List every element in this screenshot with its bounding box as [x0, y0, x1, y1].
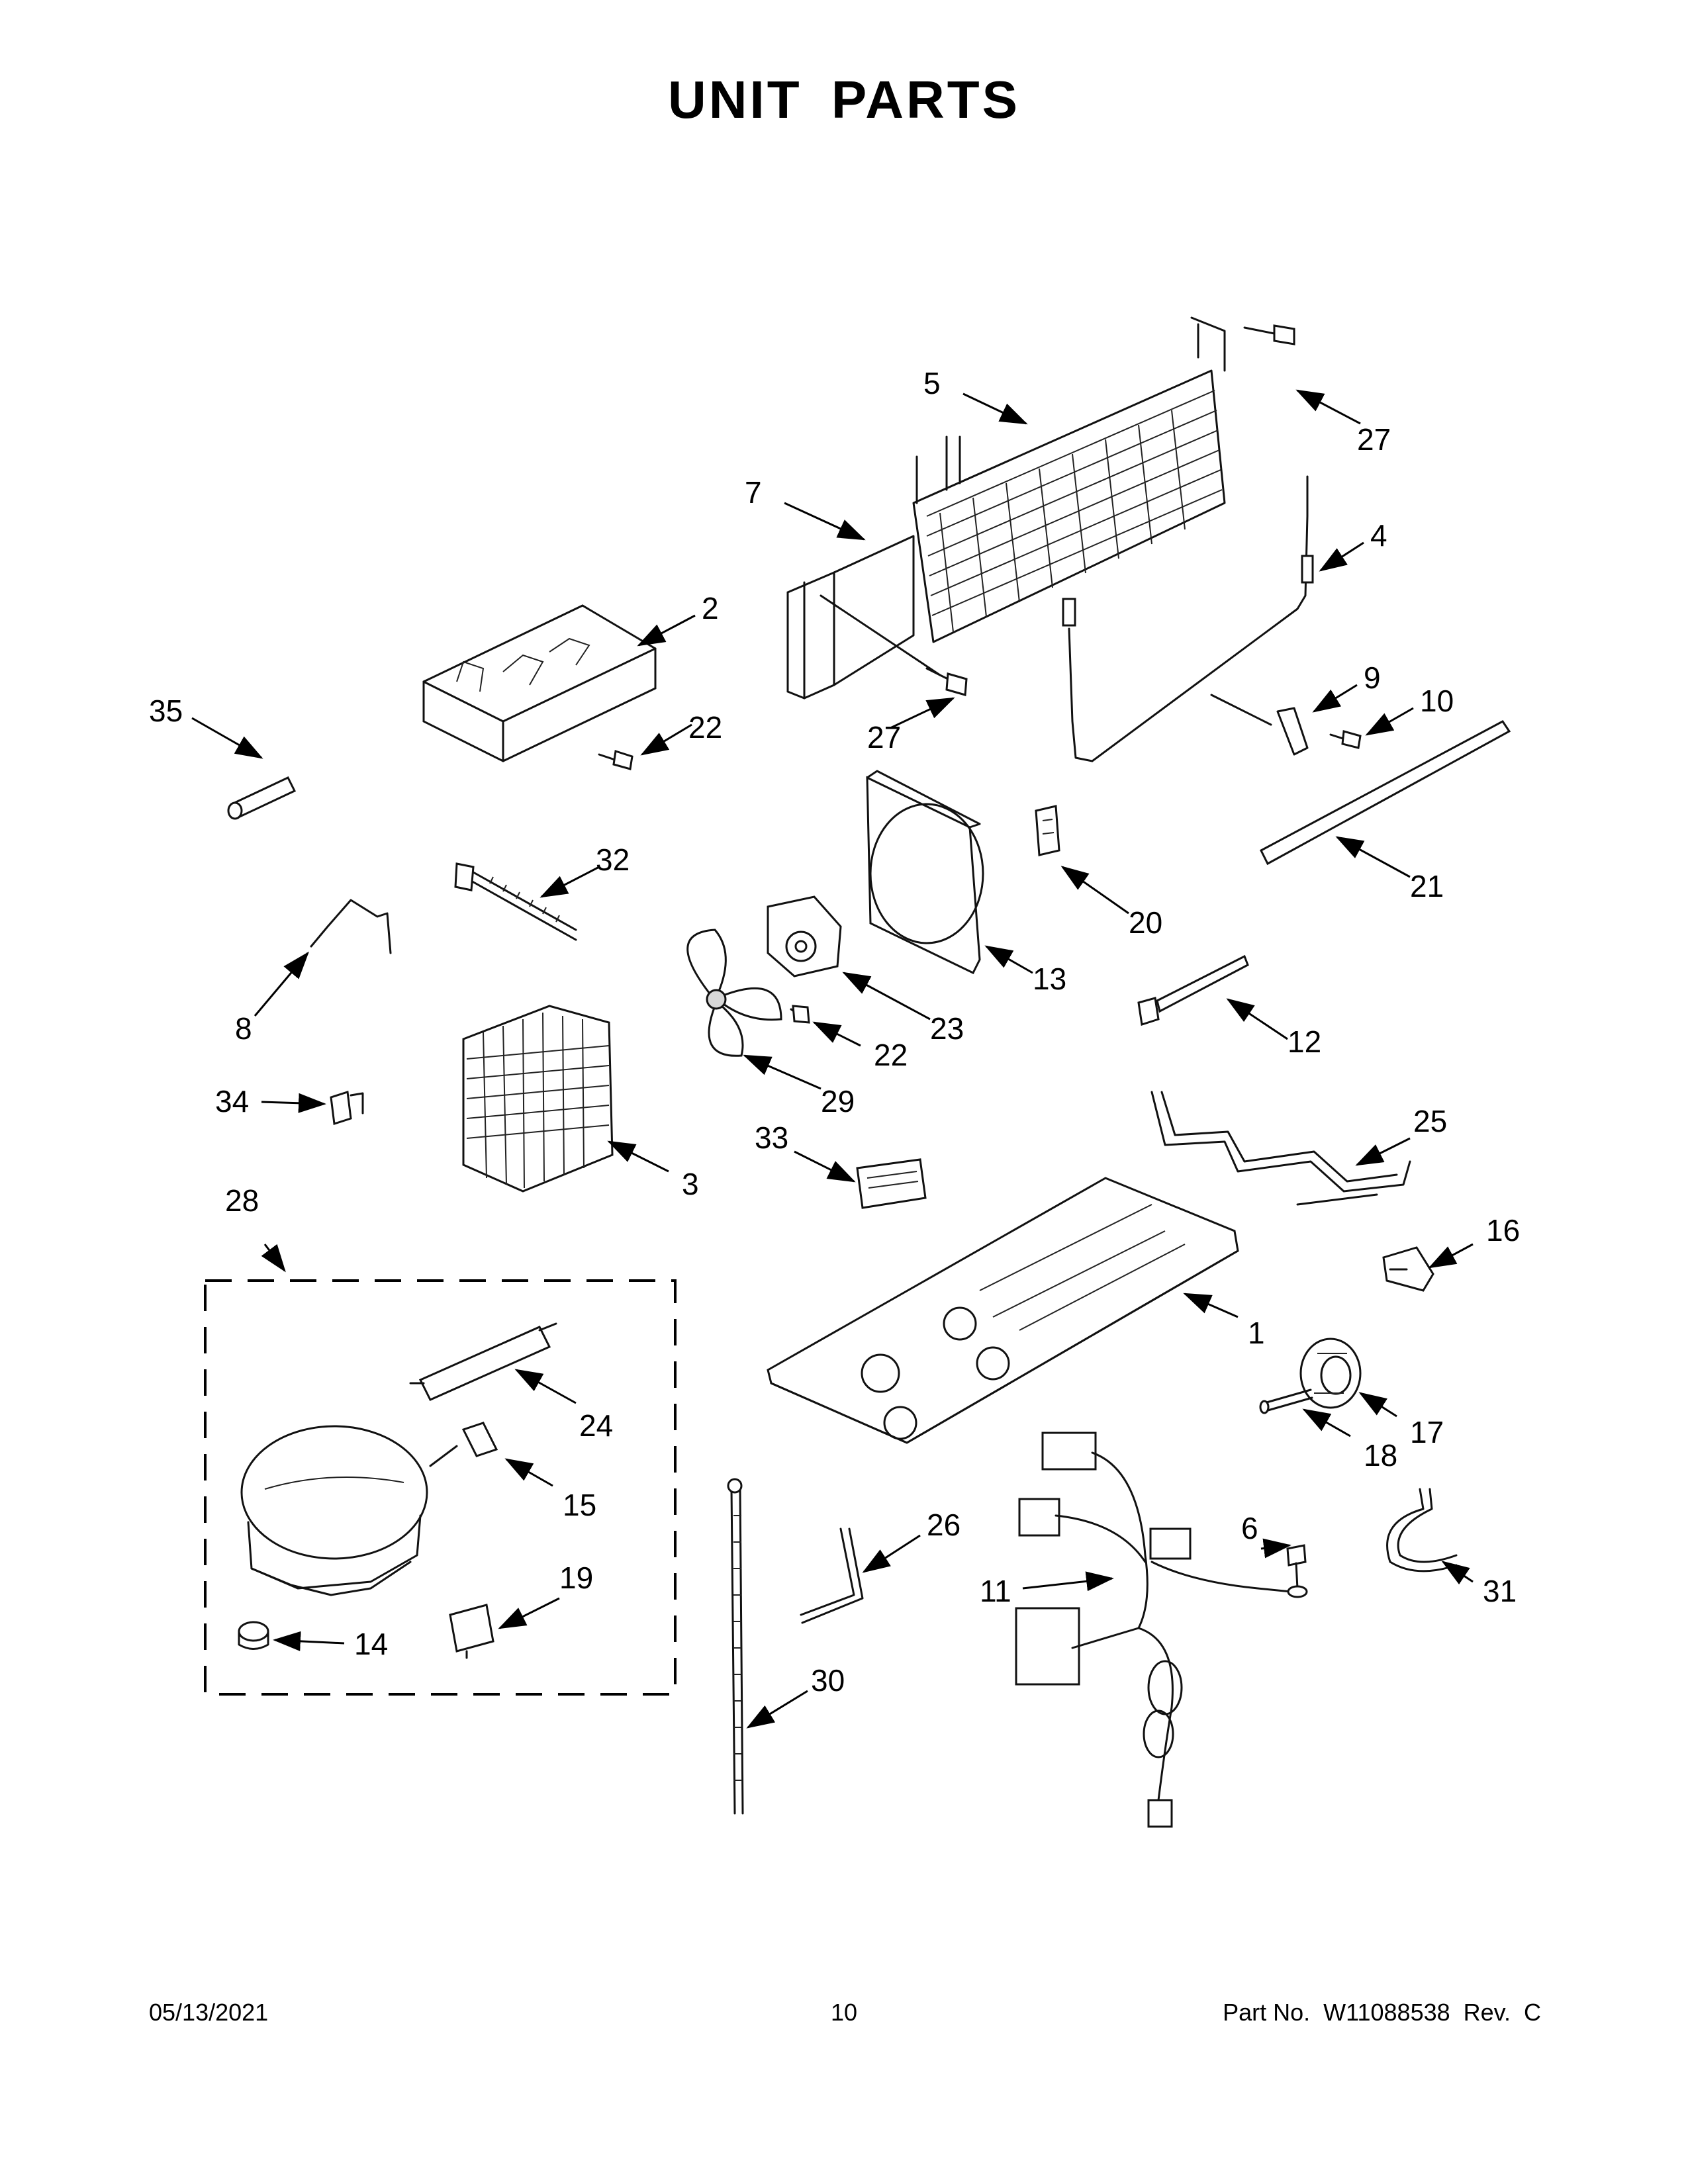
- footer-part-number: Part No. W11088538 Rev. C: [1223, 1999, 1541, 2026]
- control-housing-part-2: [422, 604, 657, 762]
- condenser-part-3: [462, 1005, 614, 1193]
- callout-1: 1: [1248, 1316, 1265, 1350]
- footer-date: 05/13/2021: [149, 1999, 269, 2026]
- clip-part-9: [1276, 707, 1309, 756]
- bracket-part-7: [786, 535, 941, 700]
- cable-tie-part-12: [1137, 954, 1249, 1026]
- fan-shroud-part-13: [866, 770, 984, 974]
- callout-27-top: 27: [1357, 422, 1391, 457]
- clip-part-34: [330, 1091, 364, 1125]
- callout-30: 31: [1483, 1574, 1517, 1608]
- callout-28: 28: [225, 1183, 259, 1218]
- screw-part-22-upper: [598, 750, 633, 770]
- tube-part-26: [800, 1527, 864, 1624]
- compressor-body: [240, 1425, 428, 1596]
- condenser-coil-part-5: [912, 316, 1226, 643]
- callout-34: 34: [215, 1084, 249, 1118]
- callout-11: 11: [980, 1574, 1011, 1608]
- page-title: UNIT PARTS: [667, 70, 1021, 129]
- callout-7: 7: [745, 475, 762, 510]
- base-pan-part-1: [767, 1177, 1239, 1444]
- leader-arrows: [191, 389, 1474, 1729]
- connector-part-16: [1382, 1246, 1434, 1292]
- callout-8: 8: [235, 1011, 252, 1046]
- tubing-part-25: [1150, 1091, 1411, 1206]
- pad-part-32: [856, 1158, 927, 1209]
- callout-31: 32: [596, 842, 630, 877]
- fan-blade-part-29: [686, 929, 782, 1057]
- wire-clip-part-8: [310, 899, 392, 954]
- callout-19: 19: [559, 1561, 593, 1595]
- callout-labels: 5 27 7 4 2 9 10 35 22 27 32 21 20 13 8 2…: [149, 366, 1520, 1698]
- tube-part-30: [1386, 1488, 1458, 1572]
- callout-2: 2: [702, 591, 719, 625]
- callout-17: 17: [1410, 1415, 1444, 1449]
- callout-20: 21: [1410, 869, 1444, 903]
- callout-3: 3: [682, 1167, 699, 1201]
- wheel-part-17: [1299, 1338, 1362, 1409]
- relay-part-15: [429, 1422, 498, 1467]
- bracket-part-21: [1035, 805, 1060, 856]
- callout-21: 20: [1129, 905, 1162, 940]
- screw-part-27-top: [1243, 324, 1295, 345]
- callout-14: 14: [354, 1627, 388, 1661]
- callout-15: 15: [563, 1488, 596, 1522]
- callout-10: 10: [1420, 684, 1454, 718]
- drier-part-24: [409, 1322, 557, 1401]
- capacitor-part-19: [449, 1604, 494, 1659]
- callout-12: 12: [1288, 1024, 1321, 1059]
- callout-4: 4: [1370, 518, 1387, 553]
- callout-9: 9: [1364, 660, 1381, 695]
- callout-32: 33: [755, 1120, 788, 1155]
- screw-part-22-lower: [790, 1005, 810, 1024]
- tube-part-35: [227, 776, 297, 820]
- fan-motor-part-23: [767, 895, 842, 978]
- defrost-heater-part-4: [1062, 475, 1314, 762]
- pin-part-18: [1259, 1388, 1313, 1414]
- callout-6: 6: [1241, 1511, 1258, 1545]
- callout-35: 35: [149, 694, 183, 728]
- wire-harness-part-11: [1015, 1432, 1292, 1828]
- callout-13: 13: [1033, 962, 1066, 996]
- callout-33: 30: [811, 1663, 845, 1698]
- callout-27-bottom: 27: [867, 720, 901, 754]
- callout-25: 25: [1413, 1104, 1447, 1138]
- compressor-group-box-part-28: [204, 1279, 677, 1696]
- grommet-part-14: [238, 1621, 269, 1650]
- callout-18: 18: [1364, 1438, 1397, 1473]
- callout-22-upper: 22: [688, 710, 722, 745]
- callout-22-lower: 22: [874, 1038, 908, 1072]
- footer-page-number: 10: [830, 1999, 858, 2026]
- strip-part-20: [1260, 720, 1511, 866]
- screw-part-10: [1329, 730, 1362, 749]
- screw-part-6: [1286, 1544, 1308, 1598]
- bolt-part-31: [454, 862, 577, 941]
- screw-part-27-bottom: [925, 667, 968, 696]
- callout-24: 24: [579, 1408, 613, 1443]
- callout-5: 5: [923, 366, 941, 400]
- callout-29: 29: [821, 1084, 855, 1118]
- rod-part-33: [727, 1478, 744, 1815]
- callout-16: 16: [1486, 1213, 1520, 1248]
- callout-26: 26: [927, 1508, 961, 1542]
- callout-23: 23: [930, 1011, 964, 1046]
